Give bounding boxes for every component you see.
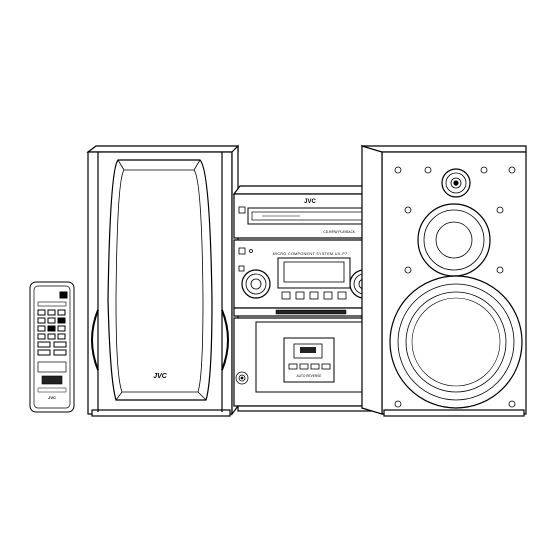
- right-speaker: [360, 145, 527, 417]
- left-speaker: [86, 144, 239, 417]
- remote-logo: JVC: [48, 395, 56, 400]
- button-2[interactable]: [295, 291, 305, 300]
- cd-label: CD-R/RW PLAYBACK: [323, 230, 355, 234]
- button-4[interactable]: [323, 291, 333, 300]
- left-speaker-logo: JVC: [153, 373, 168, 380]
- button-3[interactable]: [309, 291, 319, 300]
- standby-icon: [249, 249, 253, 253]
- remote-power-button[interactable]: [59, 291, 68, 299]
- volume-knob[interactable]: [250, 278, 262, 290]
- remote-control: [29, 281, 75, 413]
- button-5[interactable]: [337, 291, 347, 300]
- headphone-jack-icon: [240, 376, 244, 380]
- button-1[interactable]: [281, 291, 291, 300]
- cassette-label: AUTO REVERSE: [297, 374, 322, 378]
- cd-standby-button[interactable]: [238, 206, 246, 214]
- standby-button[interactable]: [238, 247, 246, 255]
- system-name-label: MICRO COMPONENT SYSTEM UX-P7: [273, 252, 348, 256]
- main-logo: JVC: [304, 199, 316, 205]
